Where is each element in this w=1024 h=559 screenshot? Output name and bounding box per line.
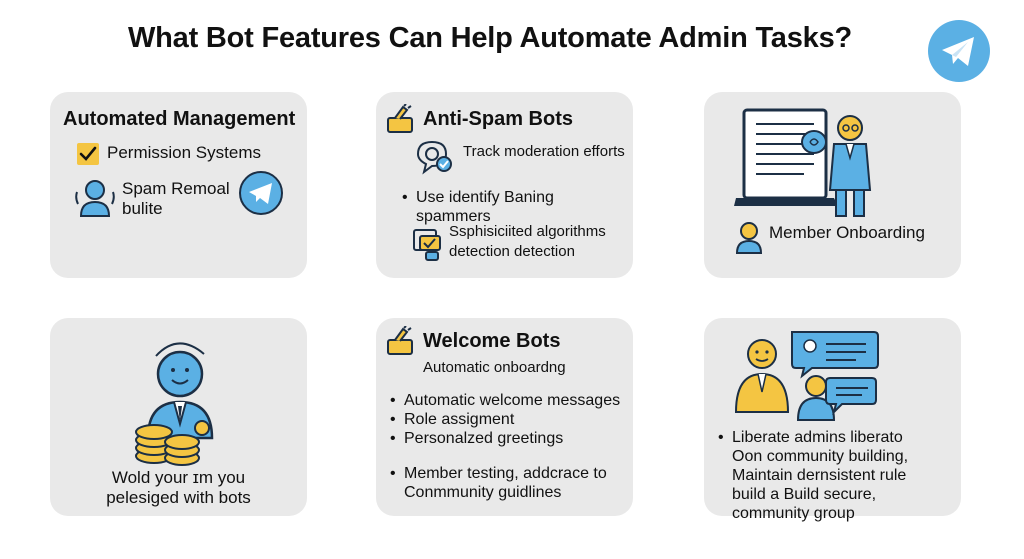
spam-removal-sub: bulite bbox=[122, 199, 163, 218]
card-automated-management: Automated Management Permission Systems … bbox=[50, 92, 307, 278]
spam-removal-label: Spam Remoal bbox=[122, 179, 230, 198]
card-heading: Automated Management bbox=[63, 108, 296, 130]
permission-systems-label: Permission Systems bbox=[107, 143, 261, 162]
algorithms-label: Ssphisiciited algorithms bbox=[449, 223, 606, 240]
list-item: Use identify Baning spammers bbox=[402, 188, 627, 226]
list-item: Role assigment bbox=[390, 410, 630, 429]
laptop-icon bbox=[734, 108, 838, 206]
shield-icon bbox=[416, 140, 452, 175]
list-item: Automatic welcome messages bbox=[390, 391, 630, 410]
broom-icon bbox=[387, 104, 413, 133]
list-item-line1: Member testing, addcrace to bbox=[404, 465, 607, 482]
liberate-line-2: Oon community building, bbox=[732, 448, 909, 465]
person-icon bbox=[75, 180, 115, 217]
liberate-line-4: build a Build secure, bbox=[732, 486, 877, 503]
lock-icon bbox=[413, 229, 441, 261]
list-item-line2: Conmmunity guidlines bbox=[404, 484, 562, 501]
liberate-line-5: community group bbox=[732, 505, 855, 522]
card-liberate-admins: Liberate admins liberato Oon community b… bbox=[704, 318, 961, 522]
checkbox-icon bbox=[77, 143, 99, 165]
card-welcome-bots: Welcome Bots Automatic onboardng Automat… bbox=[376, 318, 633, 516]
list-item: Liberate admins liberato Oon community b… bbox=[718, 428, 958, 523]
list-item: Personalzed greetings bbox=[390, 429, 630, 448]
card-anti-spam-bots: Anti-Spam Bots Track moderation efforts … bbox=[376, 92, 633, 278]
liberate-line-3: Maintain dernsistent rule bbox=[732, 467, 907, 484]
bots-caption-line2: pelesiged with bots bbox=[106, 488, 251, 507]
member-onboarding-label: Member Onboarding bbox=[769, 223, 925, 242]
broom-icon bbox=[387, 326, 413, 355]
presenter-icon bbox=[801, 115, 872, 217]
liberate-line-1: Liberate admins liberato bbox=[732, 429, 903, 446]
card-heading: Anti-Spam Bots bbox=[423, 108, 573, 130]
card-subheading: Automatic onboardng bbox=[423, 359, 566, 376]
list-item: Member testing, addcrace to Conmmunity g… bbox=[390, 464, 630, 502]
coins-icon bbox=[135, 424, 200, 466]
telegram-icon bbox=[239, 171, 283, 215]
avatar-icon bbox=[735, 222, 763, 254]
chat-icon bbox=[734, 331, 879, 421]
card-bots-figure: Wold your ɪm you pelesiged with bots bbox=[50, 318, 307, 516]
card-heading: Welcome Bots bbox=[423, 330, 561, 352]
detection-label: detection detection bbox=[449, 243, 575, 260]
card-member-onboarding: Member Onboarding bbox=[704, 92, 961, 278]
track-moderation-label: Track moderation efforts bbox=[463, 143, 625, 160]
page-title: What Bot Features Can Help Automate Admi… bbox=[127, 22, 853, 54]
bots-caption-line1: Wold your ɪm you bbox=[111, 468, 246, 487]
telegram-icon[interactable] bbox=[928, 20, 990, 82]
